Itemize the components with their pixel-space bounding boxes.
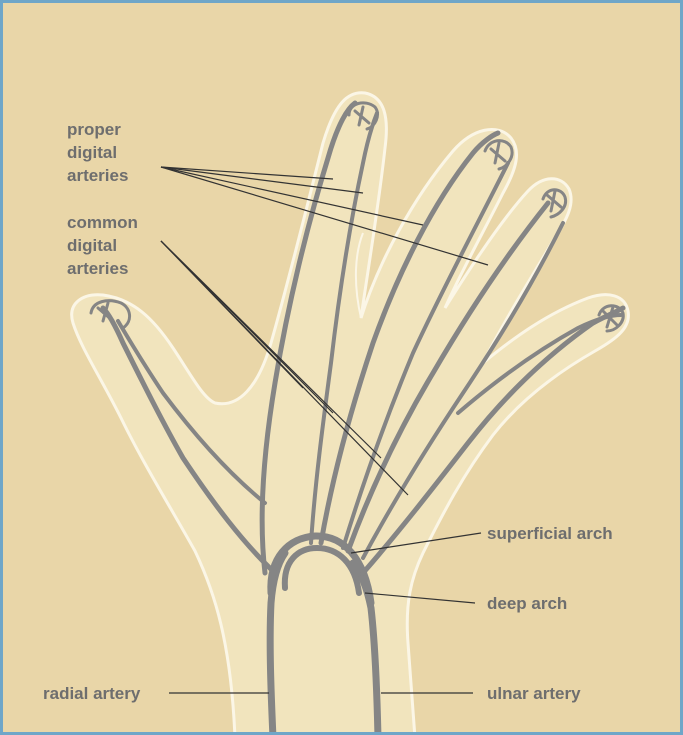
- label-ulnar-artery: ulnar artery: [487, 684, 581, 703]
- label-proper-line-2: digital: [67, 143, 117, 162]
- hand-artery-diagram: proper digital arteries common digital a…: [3, 3, 683, 735]
- label-common-line-1: common: [67, 213, 138, 232]
- label-proper-line-1: proper: [67, 120, 121, 139]
- label-proper-line-3: arteries: [67, 166, 128, 185]
- label-radial-artery: radial artery: [43, 684, 141, 703]
- label-common-line-3: arteries: [67, 259, 128, 278]
- label-deep-arch: deep arch: [487, 594, 567, 613]
- label-superficial-arch: superficial arch: [487, 524, 613, 543]
- label-common-line-2: digital: [67, 236, 117, 255]
